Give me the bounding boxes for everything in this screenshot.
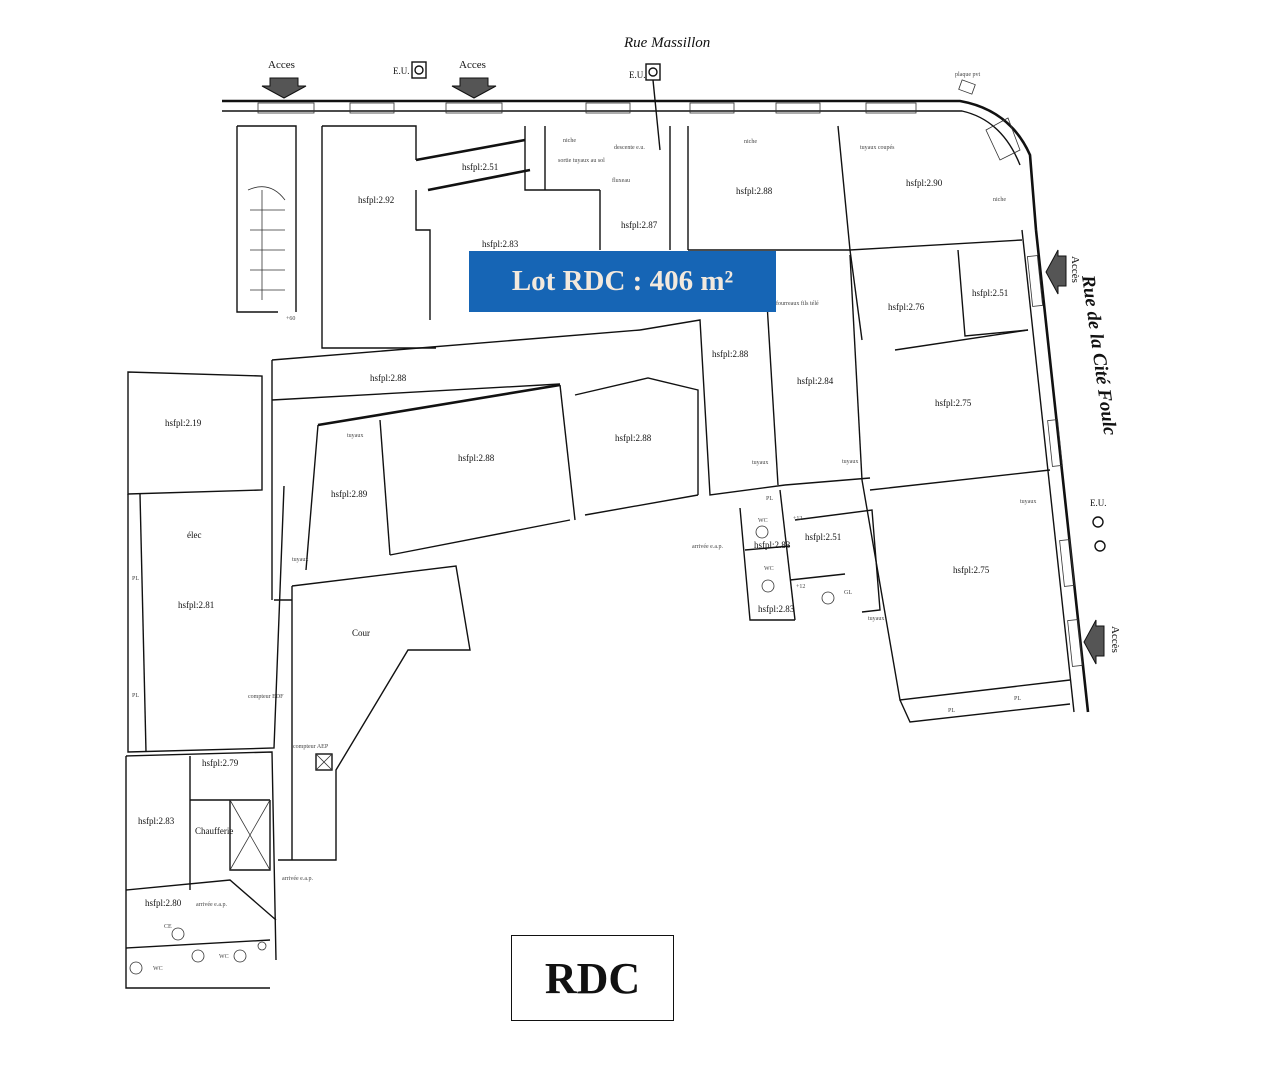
eu-symbol-3: E.U.	[1090, 498, 1107, 552]
annotation: tuyaux	[292, 557, 308, 563]
room-label: hsfpl:2.83	[758, 604, 795, 614]
room-label: hsfpl:2.92	[358, 195, 394, 205]
room-label: hsfpl:2.81	[178, 600, 214, 610]
annotation: descente e.u.	[614, 145, 645, 151]
svg-text:E.U.: E.U.	[629, 70, 646, 80]
room-label: hsfpl:2.88	[370, 373, 407, 383]
annotation: fourreaux fils télé	[776, 300, 819, 307]
room-label: hsfpl:2.83	[482, 239, 519, 249]
annotation: sortie tuyaux au sol	[558, 158, 605, 164]
access-arrow-2: Acces	[451, 59, 497, 99]
lot-area-banner: Lot RDC : 406 m²	[469, 251, 776, 312]
room-label: hsfpl:2.76	[888, 302, 925, 312]
annotation: fluxeau	[612, 177, 630, 184]
room-label: hsfpl:2.88	[736, 186, 773, 196]
annotation: +12	[796, 584, 805, 590]
room-label: hsfpl:2.83	[754, 540, 791, 550]
room-label: hsfpl:2.79	[202, 758, 239, 768]
room-label: hsfpl:2.88	[615, 433, 652, 443]
room-label: hsfpl:2.90	[906, 178, 943, 188]
annotation: niche	[744, 139, 757, 145]
room-label: hsfpl:2.51	[462, 162, 498, 172]
annotation: arrivée e.a.p.	[282, 876, 313, 882]
room-label: hsfpl:2.87	[621, 220, 658, 230]
access-arrow-3: Accès	[1045, 249, 1081, 295]
building-walls	[125, 125, 1071, 989]
street-name-east: Rue de la Cité Foulc	[1077, 273, 1120, 437]
annotation: Cour	[352, 628, 370, 638]
room-label: hsfpl:2.84	[797, 376, 834, 386]
annotation: +60	[286, 316, 295, 322]
plaque-symbol: plaque pvt	[955, 72, 980, 78]
annotation: élec	[187, 530, 201, 540]
annotation: compteur AEP	[293, 744, 329, 750]
meter-box-aep	[315, 753, 333, 771]
eu-symbol-2: E.U.	[629, 63, 661, 151]
svg-text:Acces: Acces	[459, 59, 486, 71]
annotation: PL	[132, 693, 139, 699]
annotation: niche	[993, 197, 1006, 203]
annotation: PL	[948, 708, 955, 714]
room-label: hsfpl:2.75	[935, 398, 972, 408]
annotation: tuyaux	[1020, 499, 1036, 505]
svg-text:Accès: Accès	[1069, 256, 1081, 283]
svg-text:plaque pvt: plaque pvt	[955, 72, 980, 78]
access-arrow-1: Acces	[261, 59, 307, 99]
room-label: hsfpl:2.51	[805, 532, 841, 542]
east-facade	[1021, 229, 1090, 713]
access-arrow-4: Accès	[1083, 619, 1121, 665]
annotation: tuyaux	[752, 460, 768, 466]
annotation: compteur EDF	[248, 694, 284, 700]
level-label: RDC	[511, 935, 674, 1021]
annotation: tuyaux	[868, 616, 884, 622]
room-label: hsfpl:2.19	[165, 418, 202, 428]
annotation: tuyaux coupés	[860, 145, 895, 151]
annotation: WC	[219, 954, 229, 960]
annotation: arrivée e.a.p.	[692, 544, 723, 550]
room-label: hsfpl:2.51	[972, 288, 1008, 298]
annotation: WC	[764, 566, 774, 572]
annotation: PL	[1014, 696, 1021, 702]
north-facade	[222, 79, 1038, 231]
svg-text:Accès: Accès	[1109, 626, 1121, 653]
svg-text:Acces: Acces	[268, 59, 295, 71]
annotation: +12	[793, 516, 802, 522]
room-label: hsfpl:2.88	[712, 349, 749, 359]
room-label: hsfpl:2.80	[145, 898, 182, 908]
annotation: GL	[844, 590, 852, 596]
room-label: hsfpl:2.75	[953, 565, 990, 575]
eu-symbol-1: E.U.	[393, 61, 427, 79]
annotation: Chaufferie	[195, 826, 233, 836]
room-label: hsfpl:2.89	[331, 489, 368, 499]
annotation: tuyaux	[842, 459, 858, 465]
room-label: hsfpl:2.83	[138, 816, 175, 826]
room-label: hsfpl:2.88	[458, 453, 495, 463]
annotation: WC	[758, 518, 768, 524]
svg-text:E.U.: E.U.	[393, 66, 410, 76]
svg-text:E.U.: E.U.	[1090, 498, 1107, 508]
room-labels: hsfpl:2.92 hsfpl:2.51 hsfpl:2.83 hsfpl:2…	[138, 162, 1008, 908]
annotation: PL	[132, 576, 139, 582]
annotation: tuyaux	[347, 433, 363, 439]
annotation: CE	[164, 924, 172, 930]
annotation: PL	[766, 496, 773, 502]
annotation: WC	[153, 966, 163, 972]
street-name-north: Rue Massillon	[623, 35, 710, 51]
annotation: arrivée e.a.p.	[196, 902, 227, 908]
annotation: niche	[563, 138, 576, 144]
annotations: niche descente e.u. sortie tuyaux au sol…	[132, 138, 1036, 972]
fixtures	[129, 525, 835, 975]
